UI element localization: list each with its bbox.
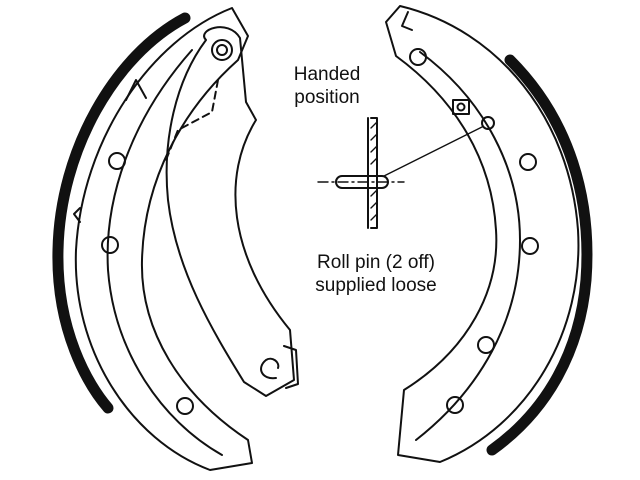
left-brake-shoe [52,7,253,471]
left-rivet-hole-3 [176,397,194,415]
roll-pin-label-line-2: supplied loose [315,275,437,296]
handed-position-label: Handed position [272,63,382,109]
roll-pin-label-line-1: Roll pin (2 off) [317,252,435,273]
inset-hatched-web [370,117,378,229]
right-rivet-hole-2 [519,153,537,171]
left-shoe-notch-top [125,79,147,101]
roll-pin-inset [317,117,483,229]
right-rivet-hole-3 [521,237,539,255]
right-shoe-lug-hole [456,102,466,112]
left-rivet-hole-2 [101,236,119,254]
right-brake-shoe [385,5,593,463]
right-rivet-hole-5 [446,396,464,414]
left-shoe-web-edge [106,49,223,456]
roll-pin-hole [481,116,495,130]
handed-label-line-2: position [294,87,360,108]
lever-lower-tab [283,345,299,389]
left-rivet-hole-1 [108,152,126,170]
left-shoe-notch-mid [73,207,81,223]
right-shoe-friction-lining [486,54,593,456]
inset-hatching [370,121,378,221]
right-shoe-notch [401,11,413,31]
right-shoe-lug [452,99,470,115]
lever-pivot-hole-inner [216,44,228,56]
right-rivet-hole-4 [477,336,495,354]
left-shoe-outline [74,7,253,471]
lever-lower-hook [260,357,280,380]
right-shoe-outline [385,5,580,463]
roll-pin-leader-line [383,126,483,177]
adjuster-lever [165,26,299,397]
roll-pin-label: Roll pin (2 off) supplied loose [286,251,466,297]
lever-hidden-edge [165,79,219,161]
right-shoe-web-edge [415,51,521,441]
lever-pivot-hole [211,39,233,61]
lever-body-outline [165,26,295,397]
right-rivet-hole-1 [409,48,427,66]
left-shoe-friction-lining [52,12,191,414]
handed-label-line-1: Handed [293,64,361,85]
